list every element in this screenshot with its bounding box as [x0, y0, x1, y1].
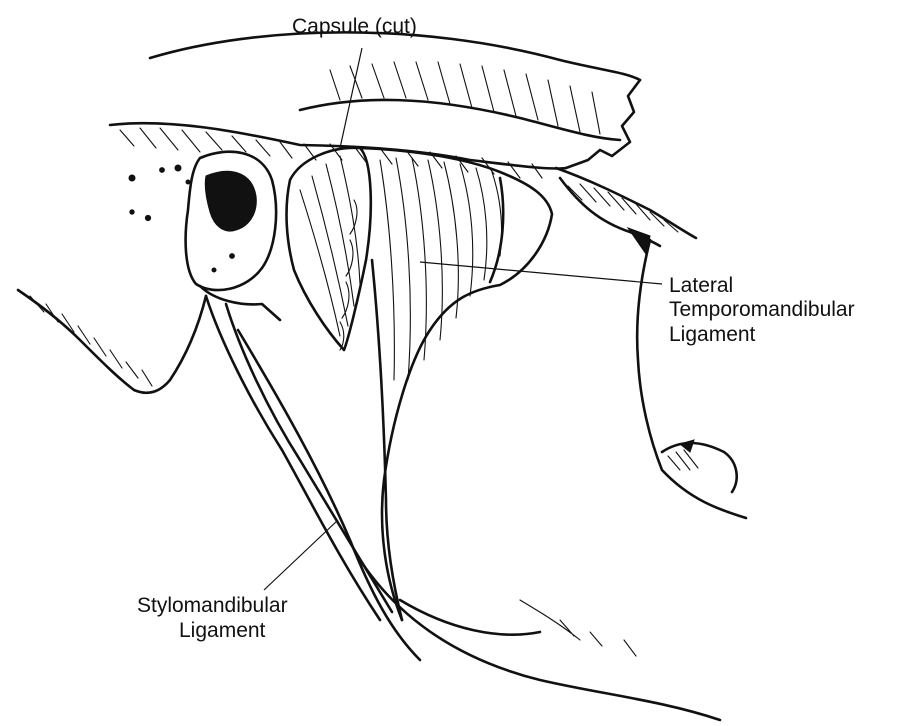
zygomatic-arch: [150, 32, 640, 168]
label-lateral-line3: Ligament: [669, 323, 756, 346]
acoustic-meatus: [129, 152, 280, 320]
mastoid-process: [18, 290, 206, 393]
label-lateral-line1: Lateral: [669, 274, 733, 297]
label-stylo-line2: Ligament: [179, 619, 266, 642]
arch-hatching: [330, 62, 600, 134]
leader-lines: [264, 48, 662, 590]
stylomandibular-ligament: [238, 330, 720, 720]
lateral-ligament-leader: [420, 262, 662, 284]
label-lateral-line2: Temporomandibular: [669, 298, 855, 321]
capsule-leader: [340, 48, 362, 148]
articular-eminence: [556, 168, 696, 254]
joint-capsule: [287, 148, 371, 350]
stylomandibular-leader: [264, 520, 338, 590]
lateral-tm-ligament: [360, 148, 552, 620]
label-capsule: Capsule (cut): [292, 15, 417, 38]
label-stylo-line1: Stylomandibular: [137, 594, 288, 617]
